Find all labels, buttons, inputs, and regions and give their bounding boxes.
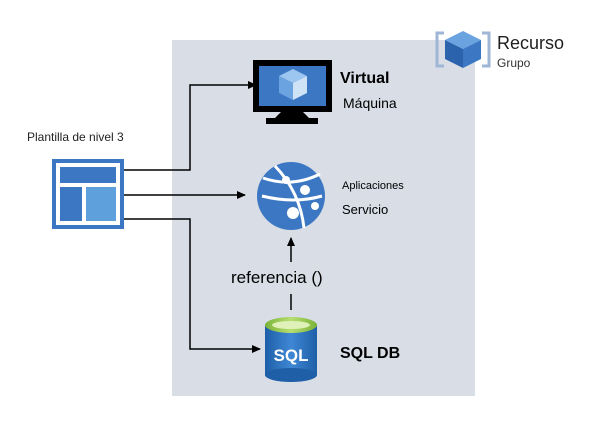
monitor-icon [253,60,332,124]
vm-title: Virtual [340,70,390,87]
resource-group-subtitle: Grupo [497,56,531,70]
resource-group-title: Recurso [497,33,565,53]
reference-label: referencia () [231,268,323,287]
connector-to-sql [124,218,261,353]
app-service-title: Aplicaciones [342,180,404,192]
vm-subtitle: Máquina [343,95,397,111]
template-icon [52,159,124,229]
template-label: Plantilla de nivel 3 [27,130,124,144]
app-service-subtitle: Servicio [342,202,389,217]
connector-to-vm [124,81,257,171]
resource-group-icon [435,31,491,68]
sql-db-label: SQL DB [340,345,401,362]
app-service-icon [257,162,325,230]
sql-icon-text: SQL [274,346,309,365]
sql-database-icon: SQL [265,317,317,382]
